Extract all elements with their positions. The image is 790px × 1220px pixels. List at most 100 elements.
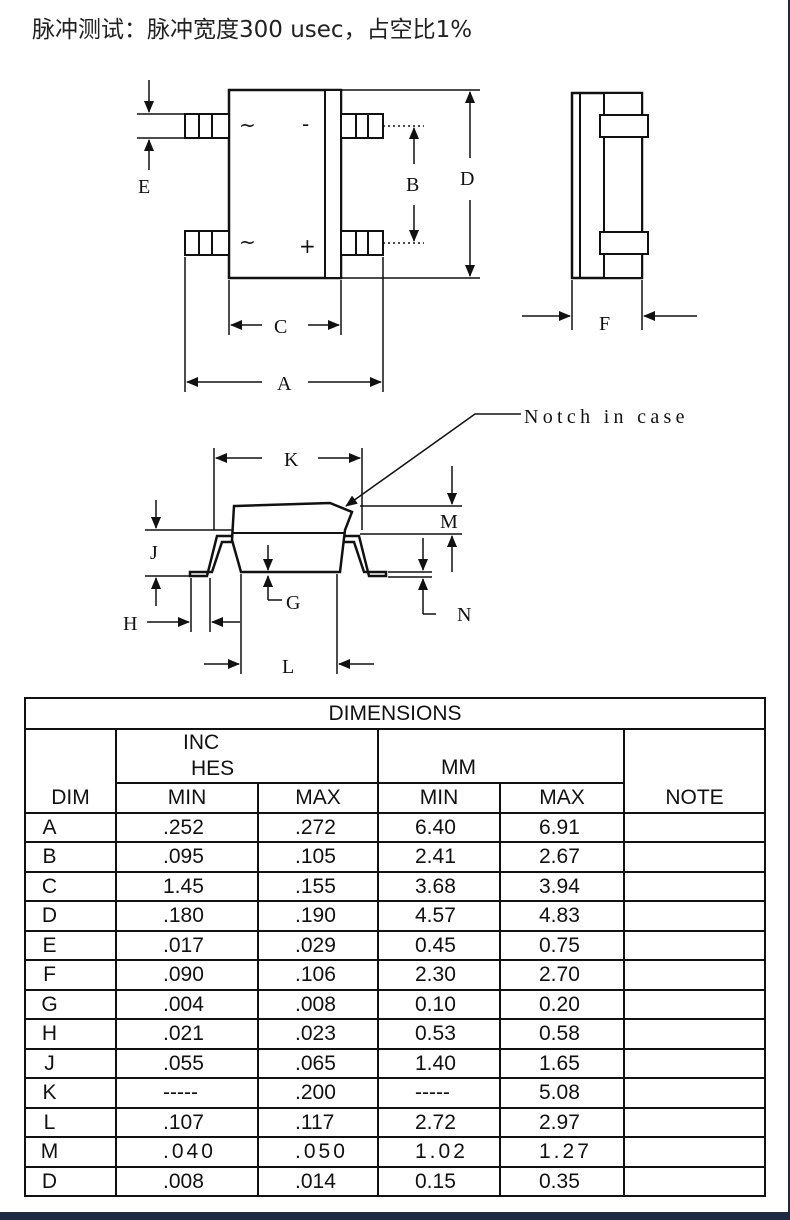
side-view	[188, 501, 388, 578]
side-view-lead-right	[339, 534, 388, 578]
label-L: L	[282, 656, 294, 678]
table-row: B .095 .105 2.41 2.67	[24, 841, 767, 873]
package-outline-drawing: ~ - ~ + D B E C A F	[123, 80, 697, 678]
mm-max-header: MAX	[499, 782, 625, 814]
dim-C-lines	[228, 280, 342, 335]
row-dim: D	[24, 1165, 117, 1197]
label-D: D	[460, 168, 474, 190]
row-note	[622, 929, 767, 961]
table-title: DIMENSIONS	[23, 697, 767, 730]
row-mm-max: 2.67	[499, 841, 625, 873]
top-view	[137, 80, 480, 392]
row-inch-min: .252	[115, 811, 259, 843]
row-dim: F	[24, 959, 117, 991]
row-dim: B	[24, 841, 117, 873]
table-row: E .017 .029 0.45 0.75	[24, 929, 767, 961]
row-dim: E	[24, 929, 117, 961]
end-view-lead-top	[599, 114, 649, 138]
note-header: NOTE	[622, 728, 767, 814]
dim-header: DIM	[24, 728, 117, 814]
label-C: C	[274, 316, 287, 338]
table-header-row-units: DIM INC HES MM NOTE	[24, 728, 767, 814]
label-N: N	[457, 604, 471, 626]
row-inch-max: .200	[257, 1077, 379, 1109]
label-K: K	[284, 449, 299, 471]
row-dim: C	[24, 870, 117, 902]
table-row: D .008 .014 0.15 0.35	[24, 1165, 767, 1197]
row-mm-min: 2.41	[377, 841, 501, 873]
label-B: B	[406, 174, 419, 196]
row-mm-max: 0.58	[499, 1018, 625, 1050]
label-M: M	[440, 511, 458, 533]
mm-header: MM	[377, 728, 625, 784]
table-row: M .040 .050 1.02 1.27	[24, 1136, 767, 1168]
dim-F-lines	[522, 280, 697, 330]
label-H: H	[123, 613, 137, 635]
row-mm-min: 1.40	[377, 1047, 501, 1079]
top-view-lead-lower-left	[184, 230, 230, 256]
row-note	[622, 900, 767, 932]
row-inch-max: .272	[257, 811, 379, 843]
row-inch-max: .008	[257, 988, 379, 1020]
label-E: E	[138, 176, 150, 198]
row-inch-max: .106	[257, 959, 379, 991]
row-note	[622, 1106, 767, 1138]
row-inch-min: .107	[115, 1106, 259, 1138]
table-row: K ----- .200 ----- 5.08	[24, 1077, 767, 1109]
row-inch-min: .040	[115, 1136, 259, 1168]
row-note	[622, 1047, 767, 1079]
row-dim: H	[24, 1018, 117, 1050]
inches-header-line2: HES	[191, 757, 235, 780]
mm-min-header: MIN	[377, 782, 501, 814]
dimensions-table-body: DIMENSIONS DIM INC HES MM NOTE MIN MAX M…	[23, 697, 767, 1197]
top-view-lead-upper-right	[340, 113, 384, 139]
pin-symbol-ac-upper: ~	[239, 113, 256, 137]
inch-max-header: MAX	[257, 782, 379, 814]
row-inch-max: .050	[257, 1136, 379, 1168]
row-mm-min: 0.45	[377, 929, 501, 961]
row-mm-max: 5.08	[499, 1077, 625, 1109]
dim-B-lines	[383, 125, 424, 244]
bottom-edge-bar	[0, 1212, 790, 1220]
row-dim: L	[24, 1106, 117, 1138]
inch-min-header: MIN	[115, 782, 259, 814]
row-inch-max: .117	[257, 1106, 379, 1138]
top-view-lead-upper-left	[184, 113, 230, 139]
row-mm-max: 2.97	[499, 1106, 625, 1138]
dimensions-table: DIMENSIONS DIM INC HES MM NOTE MIN MAX M…	[23, 697, 767, 1197]
row-note	[622, 988, 767, 1020]
dim-E-lines	[137, 80, 185, 170]
row-mm-max: 2.70	[499, 959, 625, 991]
row-mm-max: 6.91	[499, 811, 625, 843]
row-note	[622, 811, 767, 843]
row-note	[622, 1136, 767, 1168]
label-A: A	[277, 373, 292, 395]
row-dim: A	[24, 811, 117, 843]
row-inch-max: .105	[257, 841, 379, 873]
row-note	[622, 959, 767, 991]
row-dim: D	[24, 900, 117, 932]
side-view-body	[230, 501, 354, 574]
dim-A-lines	[184, 257, 384, 392]
row-mm-max: 0.75	[499, 929, 625, 961]
row-mm-max: 1.65	[499, 1047, 625, 1079]
row-inch-min: -----	[115, 1077, 259, 1109]
pulse-test-heading: 脉冲测试：脉冲宽度300 usec，占空比1%	[32, 17, 473, 43]
row-mm-min: 0.53	[377, 1018, 501, 1050]
inches-header-line1: INC	[183, 731, 220, 754]
row-inch-min: .055	[115, 1047, 259, 1079]
row-inch-min: .021	[115, 1018, 259, 1050]
top-view-lead-lower-right	[340, 230, 384, 256]
table-title-row: DIMENSIONS	[23, 697, 767, 730]
table-row: J .055 .065 1.40 1.65	[24, 1047, 767, 1079]
row-mm-min: -----	[377, 1077, 501, 1109]
pin-symbol-minus: -	[302, 112, 309, 136]
row-mm-max: 0.20	[499, 988, 625, 1020]
row-inch-max: .155	[257, 870, 379, 902]
table-row: F .090 .106 2.30 2.70	[24, 959, 767, 991]
table-row: L .107 .117 2.72 2.97	[24, 1106, 767, 1138]
side-view-lead-left	[188, 534, 237, 578]
dim-D-lines	[341, 89, 480, 279]
row-dim: K	[24, 1077, 117, 1109]
row-mm-max: 3.94	[499, 870, 625, 902]
